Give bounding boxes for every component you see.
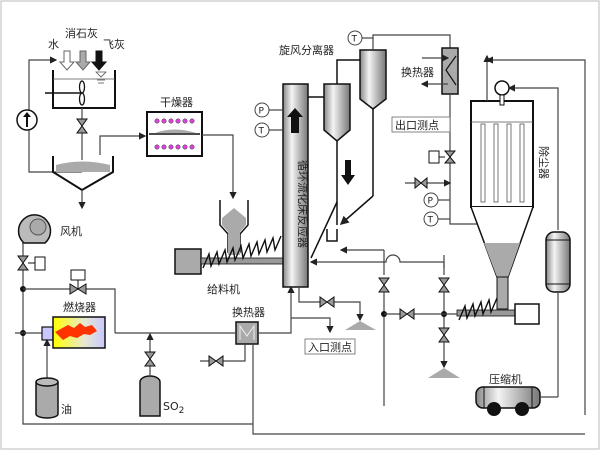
so2-label: SO2 bbox=[163, 400, 184, 416]
upflow-arrow-icon bbox=[287, 108, 303, 133]
screw-icon bbox=[458, 297, 498, 321]
svg-text:T: T bbox=[427, 216, 434, 226]
ash-discharge-valve[interactable] bbox=[438, 327, 450, 343]
cyclone-2 bbox=[359, 49, 387, 110]
water-label: 水 bbox=[48, 38, 59, 51]
bottom-heat-exchanger-label: 换热器 bbox=[232, 305, 265, 319]
fly-ash-label: 飞灰 bbox=[103, 37, 125, 51]
svg-text:P: P bbox=[428, 197, 434, 207]
reactor-pressure-gauge[interactable]: P bbox=[254, 102, 283, 118]
ash-pile-left bbox=[345, 321, 376, 330]
screw-feeder[interactable]: 给料机 bbox=[174, 235, 287, 296]
burner[interactable]: 燃烧器 bbox=[41, 300, 106, 349]
recirc-valve-right[interactable] bbox=[438, 277, 450, 293]
conveyor-motor bbox=[514, 303, 540, 325]
feeder-motor bbox=[174, 248, 202, 275]
downflow-arrow-icon bbox=[341, 160, 355, 185]
top-heat-exchanger-label: 换热器 bbox=[401, 65, 434, 79]
cyclone-1 bbox=[323, 83, 351, 142]
screw-icon bbox=[202, 235, 282, 269]
burner-air-valve[interactable] bbox=[69, 269, 87, 295]
inlet-bypass-valve[interactable] bbox=[405, 176, 452, 190]
circulation-pump[interactable] bbox=[16, 109, 38, 131]
outlet-point-label: 出口测点 bbox=[395, 118, 439, 132]
compressor-label: 压缩机 bbox=[489, 372, 522, 386]
feeder-label: 给料机 bbox=[207, 282, 240, 296]
cfb-reactor[interactable]: 循环流化床反应器 bbox=[282, 83, 310, 288]
oil-tank: 油 bbox=[35, 377, 72, 419]
pulse-valve-icon bbox=[494, 80, 510, 96]
settling-funnel bbox=[52, 156, 114, 210]
svg-text:T: T bbox=[351, 35, 358, 45]
fan-control-valve[interactable] bbox=[17, 255, 46, 271]
burner-label: 燃烧器 bbox=[63, 300, 96, 314]
cyclone-temperature-gauge[interactable]: T bbox=[347, 30, 373, 46]
lime-label: 消石灰 bbox=[65, 26, 98, 40]
filter-bags bbox=[480, 123, 525, 203]
discharge-screw-conveyor[interactable] bbox=[456, 297, 540, 325]
recirc-valve-left[interactable] bbox=[378, 277, 390, 293]
slurry-tank: 消石灰 水 飞灰 bbox=[28, 26, 125, 112]
top-heat-exchanger[interactable]: 换热器 bbox=[401, 47, 459, 95]
heater-dots-bottom bbox=[154, 144, 195, 150]
reactor-temperature-gauge[interactable]: T bbox=[254, 122, 283, 138]
svg-text:T: T bbox=[258, 127, 265, 137]
air-compressor[interactable]: 压缩机 bbox=[475, 372, 541, 416]
bottom-heat-exchanger[interactable]: 换热器 bbox=[232, 305, 265, 345]
tank-outlet-valve[interactable] bbox=[76, 118, 88, 134]
reactor-discharge-valve[interactable] bbox=[319, 296, 335, 308]
fly-ash-inlet-arrow-icon bbox=[90, 50, 108, 71]
level-indicator-icon bbox=[95, 71, 107, 78]
svg-text:P: P bbox=[259, 107, 265, 117]
blower-fan[interactable]: 风机 bbox=[17, 214, 82, 244]
dust-collector[interactable]: 除尘器 bbox=[470, 80, 551, 310]
reactor-label: 循环流化床反应器 bbox=[296, 160, 310, 248]
outlet-pressure-gauge[interactable]: P bbox=[423, 192, 450, 208]
fan-label: 风机 bbox=[60, 224, 82, 238]
inlet-measuring-point[interactable]: 入口测点 bbox=[304, 338, 356, 355]
flame-icon bbox=[55, 323, 97, 340]
feed-hopper bbox=[219, 200, 249, 255]
outlet-temperature-gauge[interactable]: T bbox=[423, 211, 450, 227]
dryer-label: 干燥器 bbox=[160, 96, 193, 109]
so2-cylinder: SO2 bbox=[139, 375, 184, 417]
water-inlet-arrow-icon bbox=[58, 50, 76, 71]
cyclone-label: 旋风分离器 bbox=[279, 43, 334, 57]
lime-inlet-arrow-icon bbox=[74, 50, 92, 71]
transfer-valve[interactable] bbox=[399, 308, 415, 320]
dust-collector-label: 除尘器 bbox=[537, 146, 551, 179]
air-receiver-tank bbox=[545, 231, 571, 293]
ash-pile-right bbox=[428, 368, 460, 378]
inlet-point-label: 入口测点 bbox=[308, 341, 352, 354]
agitator-icon bbox=[78, 80, 86, 94]
cooling-water-valve[interactable] bbox=[208, 355, 224, 367]
outlet-control-valve[interactable] bbox=[428, 150, 457, 164]
outlet-measuring-point[interactable]: 出口测点 bbox=[391, 116, 451, 133]
dryer[interactable]: 干燥器 bbox=[146, 96, 203, 157]
heater-dots-top bbox=[154, 118, 195, 124]
oil-label: 油 bbox=[61, 402, 72, 416]
so2-valve[interactable] bbox=[144, 351, 156, 367]
